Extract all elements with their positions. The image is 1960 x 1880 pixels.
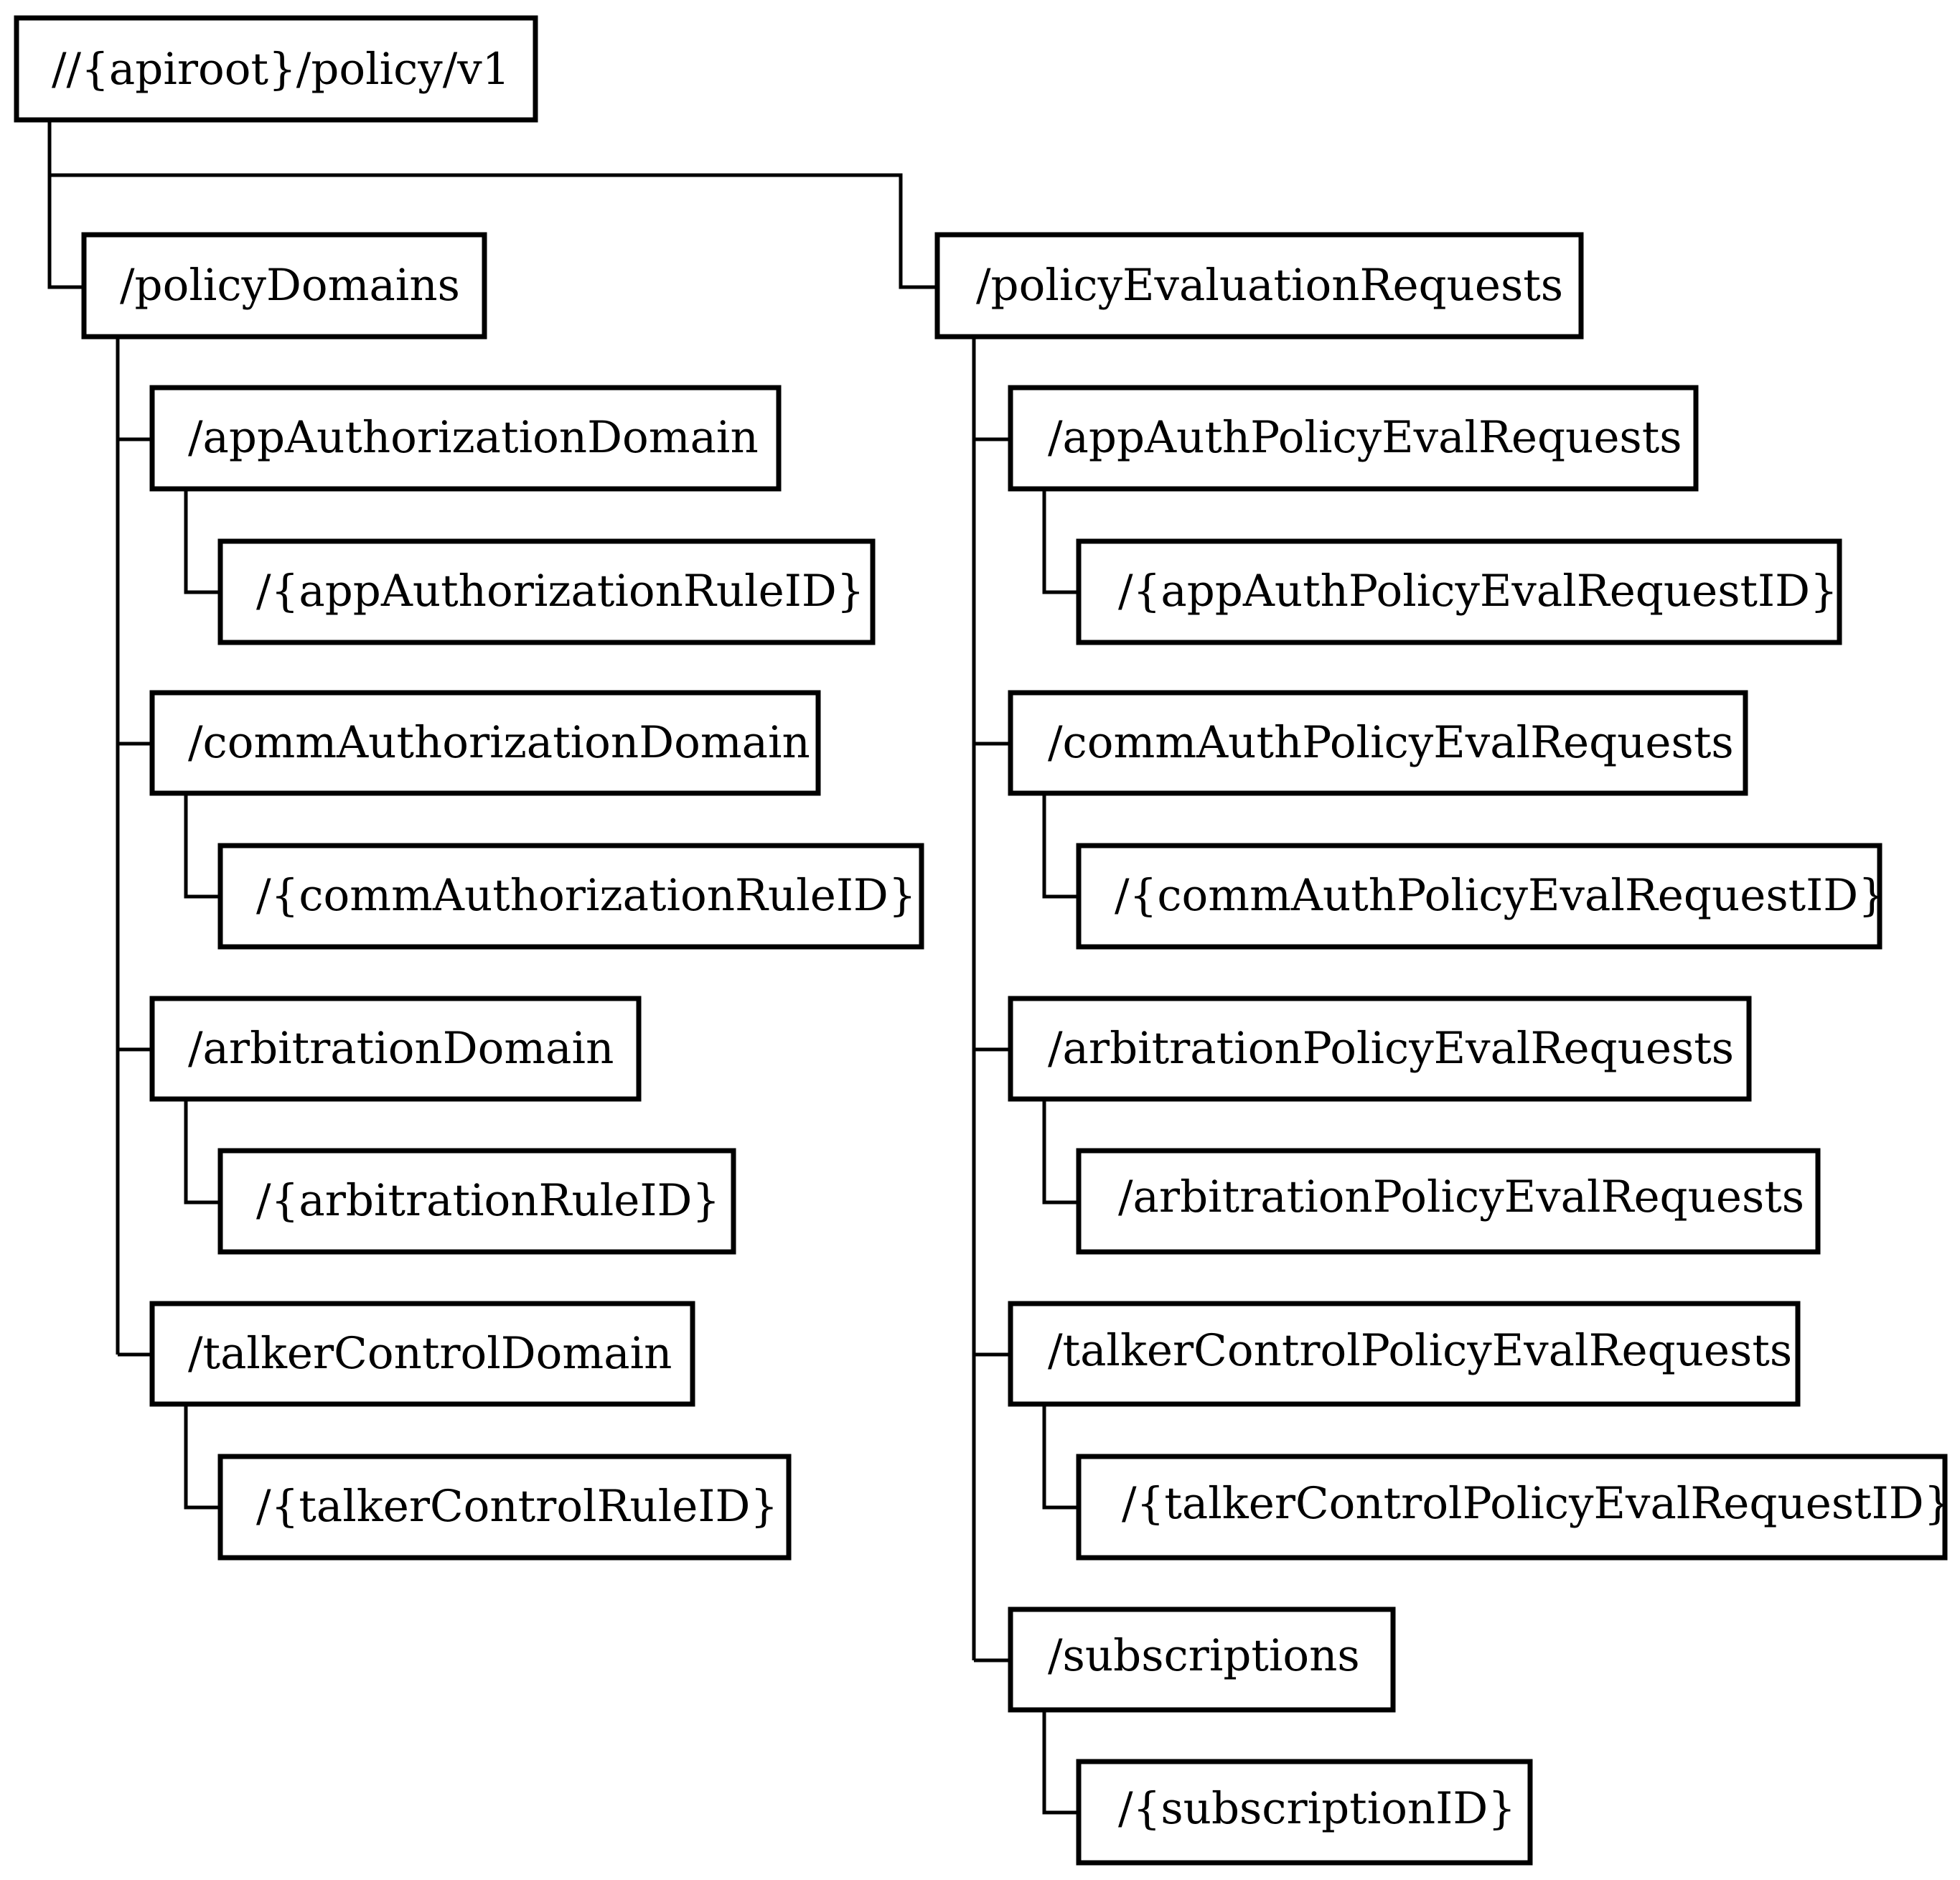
node-app-authorization-domain: /appAuthorizationDomain <box>149 385 782 492</box>
node-talker-control-domain-label: /talkerControlDomain <box>188 1328 672 1379</box>
node-app-auth-policy-eval-request-id-label: /{appAuthPolicyEvalRequestID} <box>1118 566 1838 617</box>
node-policy-evaluation-requests-label: /policyEvaluationRequests <box>976 260 1563 311</box>
node-comm-authorization-rule-id-box <box>217 843 924 950</box>
connectors <box>47 120 1079 1815</box>
node-arbitration-policy-eval-requests-box <box>1008 996 1752 1102</box>
node-app-authorization-rule-id-label: /{appAuthorizationRuleID} <box>256 566 865 617</box>
node-comm-authorization-domain-box <box>149 690 821 796</box>
node-arbitration-policy-eval-requests-label: /arbitrationPolicyEvalRequests <box>1048 1023 1734 1074</box>
node-comm-authorization-domain-label: /commAuthorizationDomain <box>188 717 810 768</box>
node-app-auth-policy-eval-request-id-box <box>1076 538 1842 645</box>
node-talker-control-rule-id-label: /{talkerControlRuleID} <box>256 1481 778 1532</box>
node-arbitration-policy-eval-requests: /arbitrationPolicyEvalRequests <box>1008 996 1752 1102</box>
node-talker-control-domain-box <box>149 1301 695 1407</box>
connector-comm-auth-policy-eval-request-id <box>1042 793 1079 899</box>
node-arbitration-policy-eval-requests-child-box <box>1076 1148 1821 1255</box>
node-arbitration-policy-eval-requests-child-label: /arbitrationPolicyEvalRequests <box>1118 1172 1804 1222</box>
node-subscription-id-label: /{subscriptionID} <box>1118 1783 1516 1834</box>
connector-root-policydomains <box>47 120 84 289</box>
node-app-authorization-rule-id-box <box>217 538 876 645</box>
node-arbitration-rule-id: /{arbitrationRuleID} <box>217 1148 736 1255</box>
connector-talker-control-rule-id <box>184 1404 220 1510</box>
connector-app-authorization-rule-id <box>184 489 220 594</box>
node-app-auth-policy-eval-requests-label: /appAuthPolicyEvalRequests <box>1048 412 1682 463</box>
node-comm-auth-policy-eval-requests-box <box>1008 690 1748 796</box>
node-talker-control-rule-id: /{talkerControlRuleID} <box>217 1454 792 1561</box>
node-talker-control-policy-eval-request-id-box <box>1076 1454 1948 1561</box>
node-app-auth-policy-eval-requests: /appAuthPolicyEvalRequests <box>1008 385 1699 492</box>
node-app-authorization-domain-box <box>149 385 782 492</box>
node-subscriptions-label: /subscriptions <box>1048 1630 1360 1681</box>
node-talker-control-domain: /talkerControlDomain <box>149 1301 695 1407</box>
node-comm-auth-policy-eval-request-id-label: /{commAuthPolicyEvalRequestID} <box>1115 870 1886 921</box>
node-policy-domains-label: /policyDomains <box>120 260 460 311</box>
node-root-box <box>14 15 538 123</box>
node-app-authorization-rule-id: /{appAuthorizationRuleID} <box>217 538 876 645</box>
node-app-authorization-domain-label: /appAuthorizationDomain <box>188 412 759 463</box>
node-comm-auth-policy-eval-requests-label: /commAuthPolicyEvalRequests <box>1048 717 1734 768</box>
node-comm-authorization-rule-id-label: /{commAuthorizationRuleID} <box>256 870 916 921</box>
connector-arbitration-rule-id <box>184 1099 220 1205</box>
connector-talker-control-policy-eval-request-id <box>1042 1404 1079 1510</box>
node-talker-control-policy-eval-request-id-label: /{talkerControlPolicyEvalRequestID} <box>1122 1478 1951 1529</box>
node-subscriptions-box <box>1008 1607 1396 1713</box>
node-talker-control-policy-eval-requests-label: /talkerControlPolicyEvalRequests <box>1048 1325 1792 1376</box>
node-arbitration-domain-label: /arbitrationDomain <box>188 1023 614 1074</box>
node-arbitration-rule-id-box <box>217 1148 736 1255</box>
node-policy-domains-box <box>81 232 487 340</box>
node-comm-auth-policy-eval-request-id-box <box>1076 843 1882 950</box>
node-app-auth-policy-eval-request-id: /{appAuthPolicyEvalRequestID} <box>1076 538 1842 645</box>
node-comm-authorization-rule-id: /{commAuthorizationRuleID} <box>217 843 924 950</box>
node-app-auth-policy-eval-requests-box <box>1008 385 1699 492</box>
node-policy-domains: /policyDomains <box>81 232 487 340</box>
node-talker-control-rule-id-box <box>217 1454 792 1561</box>
connector-root-policyevaluationrequests <box>50 173 937 289</box>
node-arbitration-domain: /arbitrationDomain <box>149 996 642 1102</box>
node-comm-auth-policy-eval-request-id: /{commAuthPolicyEvalRequestID} <box>1076 843 1886 950</box>
node-subscription-id: /{subscriptionID} <box>1076 1759 1533 1866</box>
connector-comm-authorization-rule-id <box>184 793 220 899</box>
node-root: //{apiroot}/policy/v1 <box>14 15 538 123</box>
node-talker-control-policy-eval-requests-box <box>1008 1301 1801 1407</box>
connector-arbitration-policy-eval-requests-child <box>1042 1099 1079 1205</box>
node-talker-control-policy-eval-requests: /talkerControlPolicyEvalRequests <box>1008 1301 1801 1407</box>
connector-app-auth-policy-eval-request-id <box>1042 489 1079 594</box>
node-policy-evaluation-requests-box <box>934 232 1584 340</box>
node-comm-authorization-domain: /commAuthorizationDomain <box>149 690 821 796</box>
node-subscriptions: /subscriptions <box>1008 1607 1396 1713</box>
node-comm-auth-policy-eval-requests: /commAuthPolicyEvalRequests <box>1008 690 1748 796</box>
node-arbitration-rule-id-label: /{arbitrationRuleID} <box>256 1175 720 1226</box>
connector-subscription-id <box>1042 1710 1079 1815</box>
node-arbitration-policy-eval-requests-child: /arbitrationPolicyEvalRequests <box>1076 1148 1821 1255</box>
node-subscription-id-box <box>1076 1759 1533 1866</box>
node-root-label: //{apiroot}/policy/v1 <box>52 44 510 95</box>
node-talker-control-policy-eval-request-id: /{talkerControlPolicyEvalRequestID} <box>1076 1454 1951 1561</box>
node-policy-evaluation-requests: /policyEvaluationRequests <box>934 232 1584 340</box>
node-arbitration-domain-box <box>149 996 642 1102</box>
